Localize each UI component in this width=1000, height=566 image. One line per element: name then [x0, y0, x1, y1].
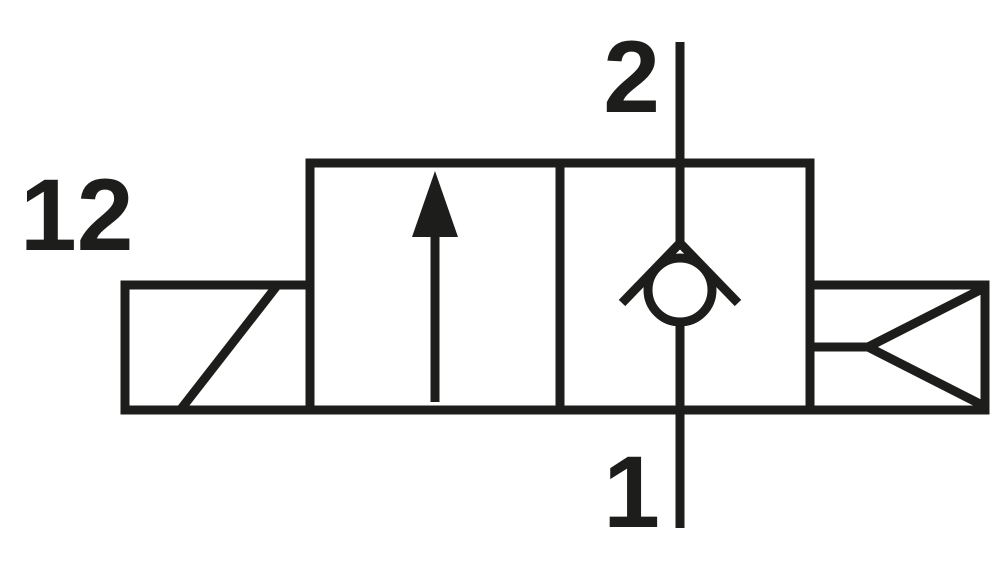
port-label-12: 12	[20, 158, 133, 272]
return-symbol-lower-line	[865, 342, 985, 410]
check-valve-ball-icon	[643, 253, 717, 327]
flow-arrow-head-icon	[412, 171, 458, 237]
port-label-1: 1	[603, 435, 660, 549]
port-label-2: 2	[603, 20, 660, 134]
return-symbol-upper-line	[865, 284, 985, 352]
pilot-actuator-slash	[177, 284, 280, 412]
pilot-actuator-box	[120, 280, 315, 415]
